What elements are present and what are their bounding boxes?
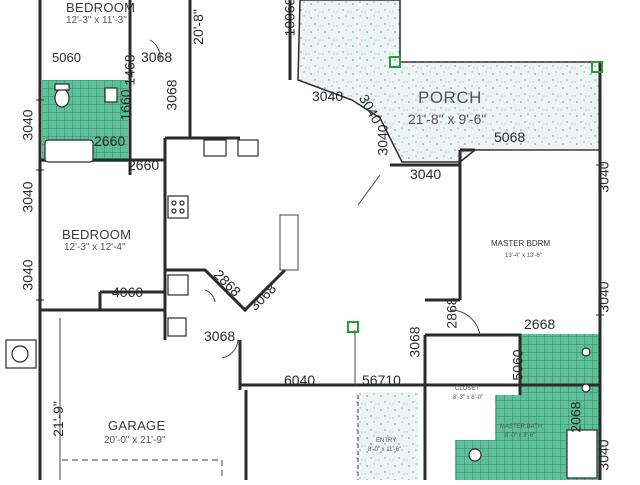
fixtures [5,83,598,479]
post-markers [347,56,603,333]
dim-3068-bath: 3068 [141,49,173,65]
detail-lines [59,39,600,480]
dim-4060: 4060 [112,284,144,300]
master-tub [566,429,598,479]
closet-size: 8'-3" x 8'-0" [453,395,484,401]
dim-3040-right-1: 3040 [595,161,612,193]
dim-3040-porch-4: 3040 [374,124,391,156]
bedroom-mid-label: BEDROOM [62,227,132,242]
master-sink-1 [581,347,591,357]
dim-5060-top: 5060 [52,50,81,65]
garage-size: 20'-0" x 21'-9" [104,435,166,446]
closet-label: CLOSET [455,386,480,392]
porch-label: PORCH [418,88,482,107]
garage-label: GARAGE [108,418,166,433]
sink-top [104,87,118,103]
toilet-top [54,88,70,108]
bedroom-mid-size: 12'-3" x 12'-4" [64,242,126,253]
dim-5060-bath: 5060 [509,349,526,381]
dim-56710: 56710 [362,372,401,388]
entry-sink [468,448,482,462]
dim-21-9: 21'-9" [49,401,66,437]
master-label: MASTER BDRM [491,239,551,248]
dim-2660-b: 2660 [128,157,160,173]
dim-3068-master: 3068 [406,326,423,358]
master-bath-label: MASTER BATH [500,424,543,430]
dim-3068-hall: 3068 [163,79,180,111]
dim-3040-left-2: 3040 [19,181,36,213]
master-size: 13'-4" x 13'-6" [505,253,542,259]
dim-20-8: 20'-8" [189,9,206,45]
master-sink-2 [581,383,591,393]
bedroom-top-label: BEDROOM [66,0,136,15]
porch-area [297,0,601,163]
bathtub [44,139,94,163]
dim-2868-master: 2868 [443,297,460,329]
dim-3068-garage: 3068 [204,328,236,344]
bedroom-top-size: 12'-3" x 11'-3" [66,15,127,26]
dim-10068: 10068 [281,0,298,37]
dim-3040-left-1: 3040 [19,109,36,141]
dishwasher [167,317,187,337]
entry-label: ENTRY [376,438,397,444]
dim-3040-porch-1: 3040 [312,88,344,104]
windows [36,99,604,316]
dim-6040: 6040 [284,372,316,388]
dim-3040-right-2: 3040 [595,281,612,313]
fridge [167,274,189,296]
dim-3040-right-3: 3040 [595,439,612,471]
entry-size: 8'-0" x 11'-6" [368,447,402,453]
master-bath-size: 8'-0" x 9'-6" [505,433,536,439]
dim-1660: 1660 [117,89,134,121]
entry-bath-tile [455,440,525,480]
dim-5068: 5068 [494,129,526,145]
kitchen-sink [203,139,227,157]
range [167,195,189,219]
entry-area [356,392,418,480]
dim-3040-porch-3: 3040 [410,166,442,182]
dim-2068: 2068 [567,401,584,433]
dim-2660: 2660 [94,133,126,149]
porch-size: 21'-8" x 9'-6" [408,111,487,127]
dim-1468: 1468 [121,54,138,86]
dim-3040-left-3: 3040 [19,259,36,291]
dim-2668: 2668 [524,316,556,332]
